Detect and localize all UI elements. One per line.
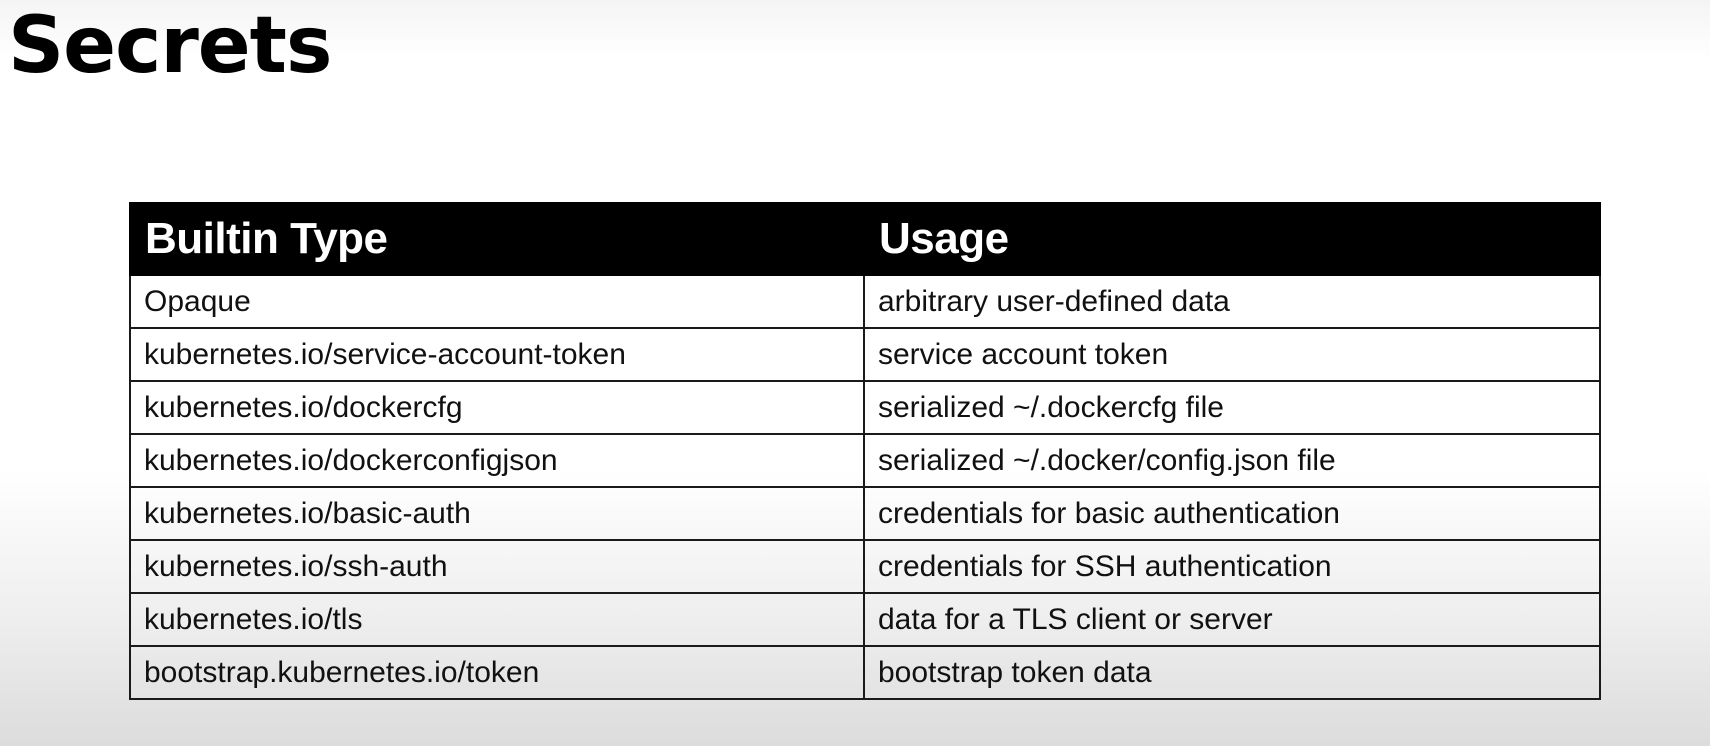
table-row: kubernetes.io/basic-auth credentials for… (129, 486, 1601, 541)
table-row: kubernetes.io/dockercfg serialized ~/.do… (129, 380, 1601, 435)
column-header-usage: Usage (863, 202, 1601, 276)
usage-cell: arbitrary user-defined data (863, 274, 1601, 329)
builtin-type-cell: kubernetes.io/service-account-token (129, 327, 865, 382)
usage-cell: credentials for SSH authentication (863, 539, 1601, 594)
usage-cell: service account token (863, 327, 1601, 382)
usage-cell: data for a TLS client or server (863, 592, 1601, 647)
builtin-type-cell: Opaque (129, 274, 865, 329)
usage-cell: bootstrap token data (863, 645, 1601, 700)
table-header-row: Builtin Type Usage (129, 202, 1601, 276)
usage-cell: serialized ~/.dockercfg file (863, 380, 1601, 435)
builtin-type-cell: bootstrap.kubernetes.io/token (129, 645, 865, 700)
secrets-types-table: Builtin Type Usage Opaque arbitrary user… (129, 202, 1601, 700)
table-row: bootstrap.kubernetes.io/token bootstrap … (129, 645, 1601, 700)
builtin-type-cell: kubernetes.io/dockerconfigjson (129, 433, 865, 488)
column-header-builtin-type: Builtin Type (129, 202, 865, 276)
table-row: kubernetes.io/service-account-token serv… (129, 327, 1601, 382)
table-row: Opaque arbitrary user-defined data (129, 274, 1601, 329)
builtin-type-cell: kubernetes.io/basic-auth (129, 486, 865, 541)
usage-cell: serialized ~/.docker/config.json file (863, 433, 1601, 488)
table-row: kubernetes.io/dockerconfigjson serialize… (129, 433, 1601, 488)
table-row: kubernetes.io/tls data for a TLS client … (129, 592, 1601, 647)
table-row: kubernetes.io/ssh-auth credentials for S… (129, 539, 1601, 594)
builtin-type-cell: kubernetes.io/ssh-auth (129, 539, 865, 594)
usage-cell: credentials for basic authentication (863, 486, 1601, 541)
page-title: Secrets (8, 1, 332, 91)
builtin-type-cell: kubernetes.io/tls (129, 592, 865, 647)
builtin-type-cell: kubernetes.io/dockercfg (129, 380, 865, 435)
